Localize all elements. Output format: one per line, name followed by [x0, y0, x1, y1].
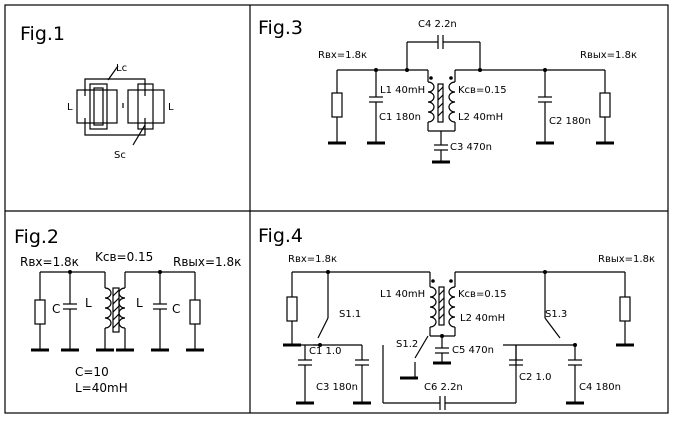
fig1-title: Fig.1	[20, 23, 65, 45]
fig4-l2-label: L2 40mH	[460, 313, 505, 324]
fig3-c1-label: C1 180n	[379, 112, 421, 123]
fig4-rout-label: Rвых=1.8к	[598, 254, 655, 265]
fig1-l-left-label: L	[67, 102, 73, 113]
fig2-c-right-label: C	[172, 302, 180, 316]
fig4-c1-label: C1 1.0	[309, 346, 341, 357]
fig2-title: Fig.2	[14, 226, 59, 248]
fig4-title: Fig.4	[258, 225, 303, 247]
fig2-kcv-label: Kсв=0.15	[95, 250, 153, 264]
fig3-c3-label: C3 470n	[450, 142, 492, 153]
fig4-s11-label: S1.1	[339, 309, 361, 320]
fig3-c2-label: C2 180n	[549, 116, 591, 127]
fig2-rin-label: Rвх=1.8к	[20, 255, 79, 269]
fig2-ind-value: L=40mH	[75, 381, 128, 395]
fig1-sc-label: Sc	[114, 150, 126, 161]
fig2-schematic: Fig.2 Rвх=1.8к Kсв=0.15 Rвых=1.8к	[14, 226, 241, 395]
fig4-c6-label: C6 2.2n	[424, 382, 463, 393]
fig4-schematic: Fig.4 Rвх=1.8к Rвых=1.8к	[258, 225, 655, 410]
fig3-c4-label: C4 2.2n	[418, 19, 457, 30]
fig2-cap-value: C=10	[75, 365, 109, 379]
fig4-kcv-label: Kсв=0.15	[458, 289, 507, 300]
fig3-rout-label: Rвых=1.8к	[580, 50, 637, 61]
fig3-schematic: Fig.3 C4 2.2n Rвх=1.8к Rвых=1.8к	[258, 17, 637, 164]
fig4-s13-label: S1.3	[545, 309, 567, 320]
fig4-c5-label: C5 470n	[452, 345, 494, 356]
fig2-l-left-label: L	[85, 296, 92, 310]
fig1-transformer-sketch: Fig.1 Lc Sc L L	[20, 23, 174, 161]
fig3-l1-label: L1 40mH	[380, 85, 425, 96]
fig1-l-right-label: L	[168, 102, 174, 113]
fig3-rin-label: Rвх=1.8к	[318, 50, 367, 61]
fig1-lc-label: Lc	[116, 63, 127, 74]
fig4-s12-label: S1.2	[396, 339, 418, 350]
fig2-l-right-label: L	[136, 296, 143, 310]
fig3-l2-label: L2 40mH	[458, 112, 503, 123]
fig3-title: Fig.3	[258, 17, 303, 39]
fig4-rin-label: Rвх=1.8к	[288, 254, 337, 265]
fig4-l1-label: L1 40mH	[380, 289, 425, 300]
fig2-c-left-label: C	[52, 302, 60, 316]
fig3-kcv-label: Kсв=0.15	[458, 85, 507, 96]
fig4-c3-label: C3 180n	[316, 382, 358, 393]
fig4-c2-label: C2 1.0	[519, 372, 551, 383]
fig2-rout-label: Rвых=1.8к	[173, 255, 241, 269]
panel-grid	[4, 4, 669, 414]
fig4-c4-label: C4 180n	[579, 382, 621, 393]
